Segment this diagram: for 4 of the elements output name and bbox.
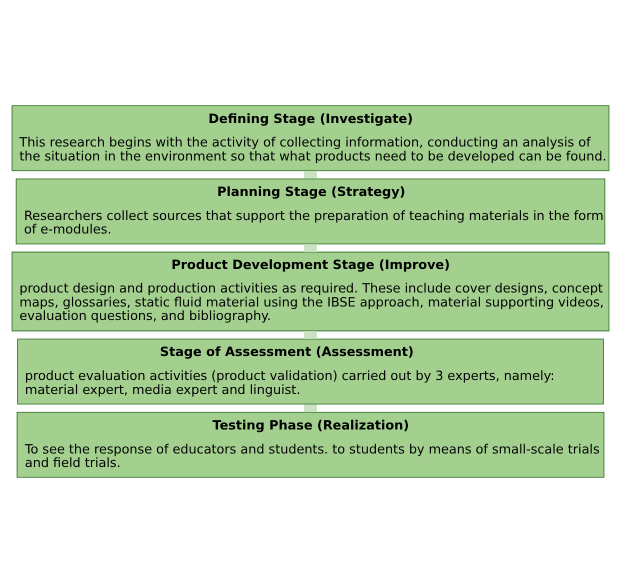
connector	[304, 244, 317, 252]
connector	[304, 171, 317, 179]
connector	[304, 404, 317, 412]
connector	[304, 331, 317, 339]
